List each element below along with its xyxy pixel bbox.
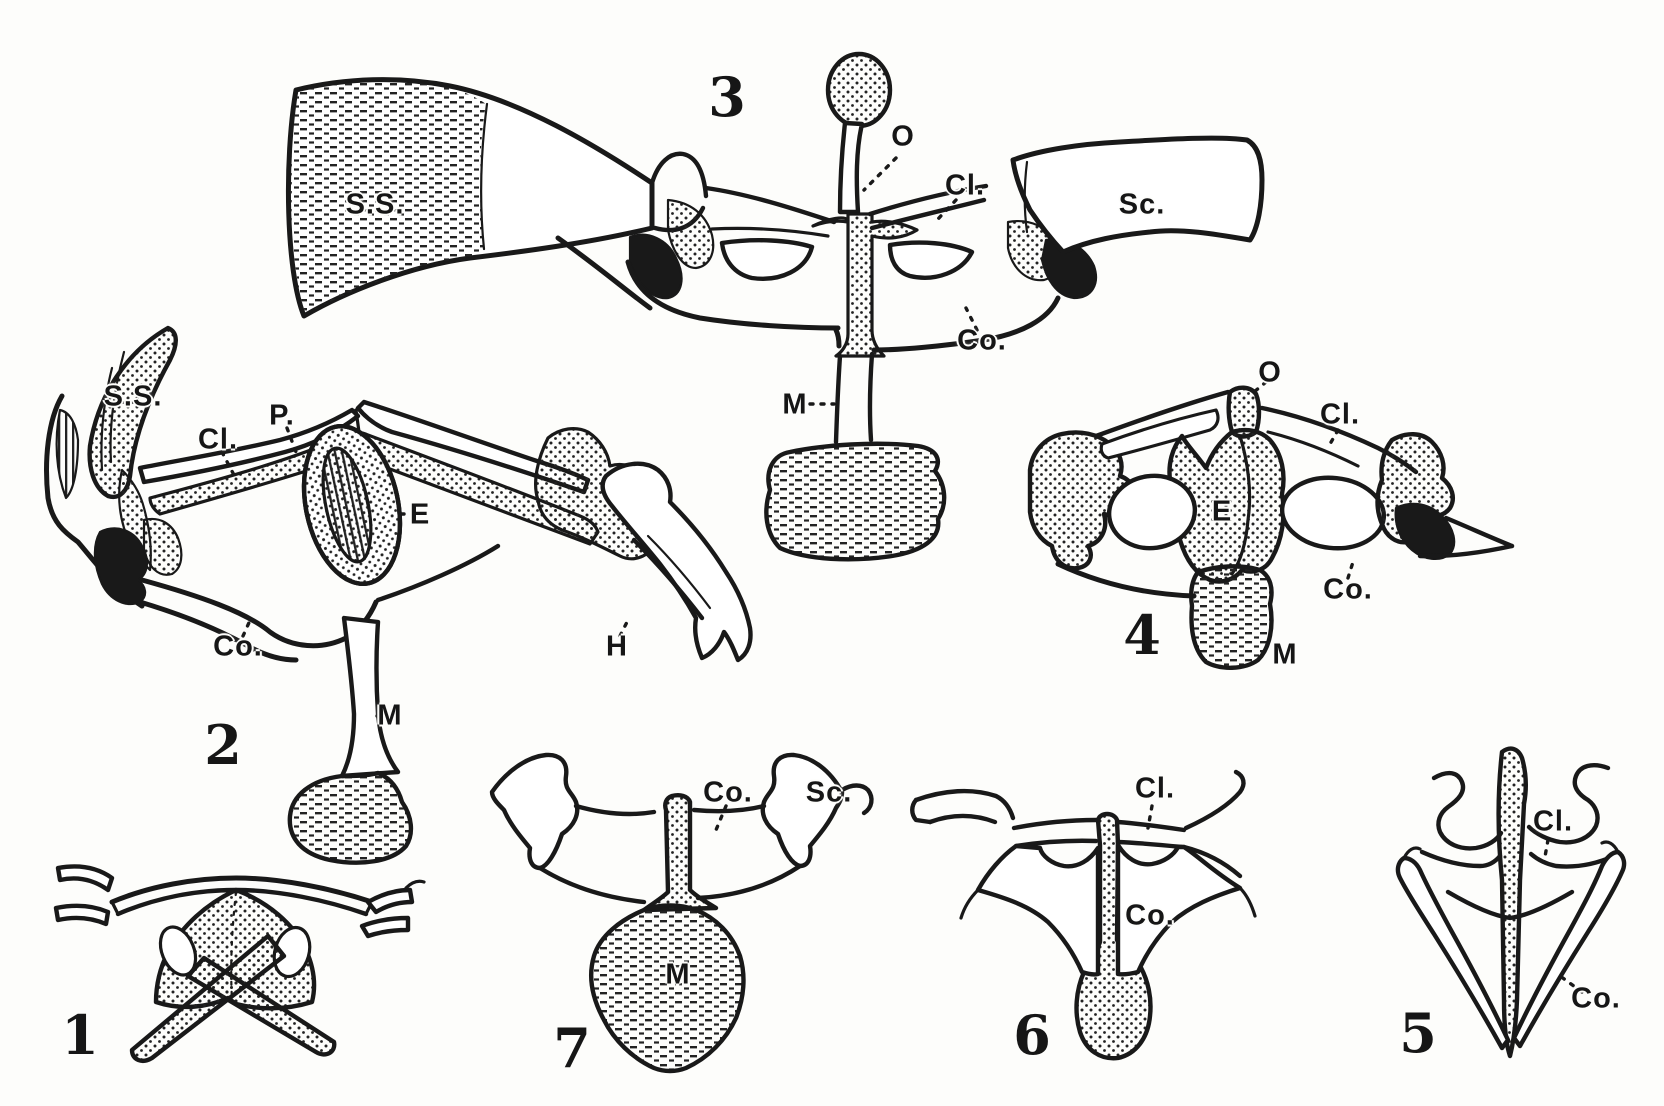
fig3-label-scapula: Sc. bbox=[1118, 188, 1166, 221]
figure-1-girdle-drawing bbox=[53, 864, 426, 1063]
fig2-label-clavicle: Cl. bbox=[197, 423, 239, 456]
fig7-label-scapula: Sc. bbox=[805, 776, 853, 809]
figure-6-girdle-drawing bbox=[910, 769, 1257, 1061]
figure-3-girdle-drawing bbox=[285, 51, 1265, 562]
fig3-label-omosternum: O bbox=[891, 120, 915, 153]
fig2-label-suprascapula: S.S. bbox=[103, 380, 163, 413]
fig7-label-metasternum: M bbox=[665, 958, 691, 991]
fig4-label-epicoracoid: E bbox=[1211, 495, 1233, 528]
figure-7-girdle-drawing bbox=[489, 752, 874, 1074]
fig4-label-omosternum: O bbox=[1258, 356, 1282, 389]
figure-number-1: 1 bbox=[61, 1003, 99, 1067]
figure-number-2: 2 bbox=[204, 713, 242, 777]
fig3-label-coracoid: Co. bbox=[957, 324, 1007, 357]
figure-number-3: 3 bbox=[708, 65, 746, 129]
fig7-label-coracoid: Co. bbox=[703, 776, 753, 809]
fig6-label-clavicle: Cl. bbox=[1134, 772, 1176, 805]
figure-2-girdle-drawing bbox=[44, 325, 753, 865]
fig2-label-metasternum: M bbox=[377, 699, 403, 732]
fig6-label-coracoid: Co. bbox=[1125, 899, 1175, 932]
fig5-label-clavicle: Cl. bbox=[1532, 805, 1574, 838]
figure-number-7: 7 bbox=[553, 1016, 591, 1080]
fig2-label-humerus: H bbox=[606, 630, 628, 663]
figure-4-girdle-drawing bbox=[1027, 380, 1515, 670]
fig5-label-coracoid: Co. bbox=[1571, 982, 1621, 1015]
fig3-label-metasternum: M bbox=[782, 388, 808, 421]
fig3-label-clavicle: Cl. bbox=[944, 169, 986, 202]
figure-number-6: 6 bbox=[1013, 1003, 1051, 1067]
figure-5-girdle-drawing bbox=[1395, 746, 1627, 1059]
figure-number-5: 5 bbox=[1399, 1001, 1437, 1065]
fig4-label-metasternum: M bbox=[1272, 638, 1298, 671]
figure-number-4: 4 bbox=[1123, 603, 1161, 667]
fig2-label-epicoracoid: E bbox=[409, 498, 431, 531]
fig3-label-suprascapula: S.S. bbox=[345, 188, 405, 221]
fig2-label-procoracoid: P. bbox=[269, 399, 295, 432]
fig4-label-coracoid: Co. bbox=[1323, 573, 1373, 606]
fig4-label-clavicle: Cl. bbox=[1319, 398, 1361, 431]
fig2-label-coracoid: Co. bbox=[213, 630, 263, 663]
